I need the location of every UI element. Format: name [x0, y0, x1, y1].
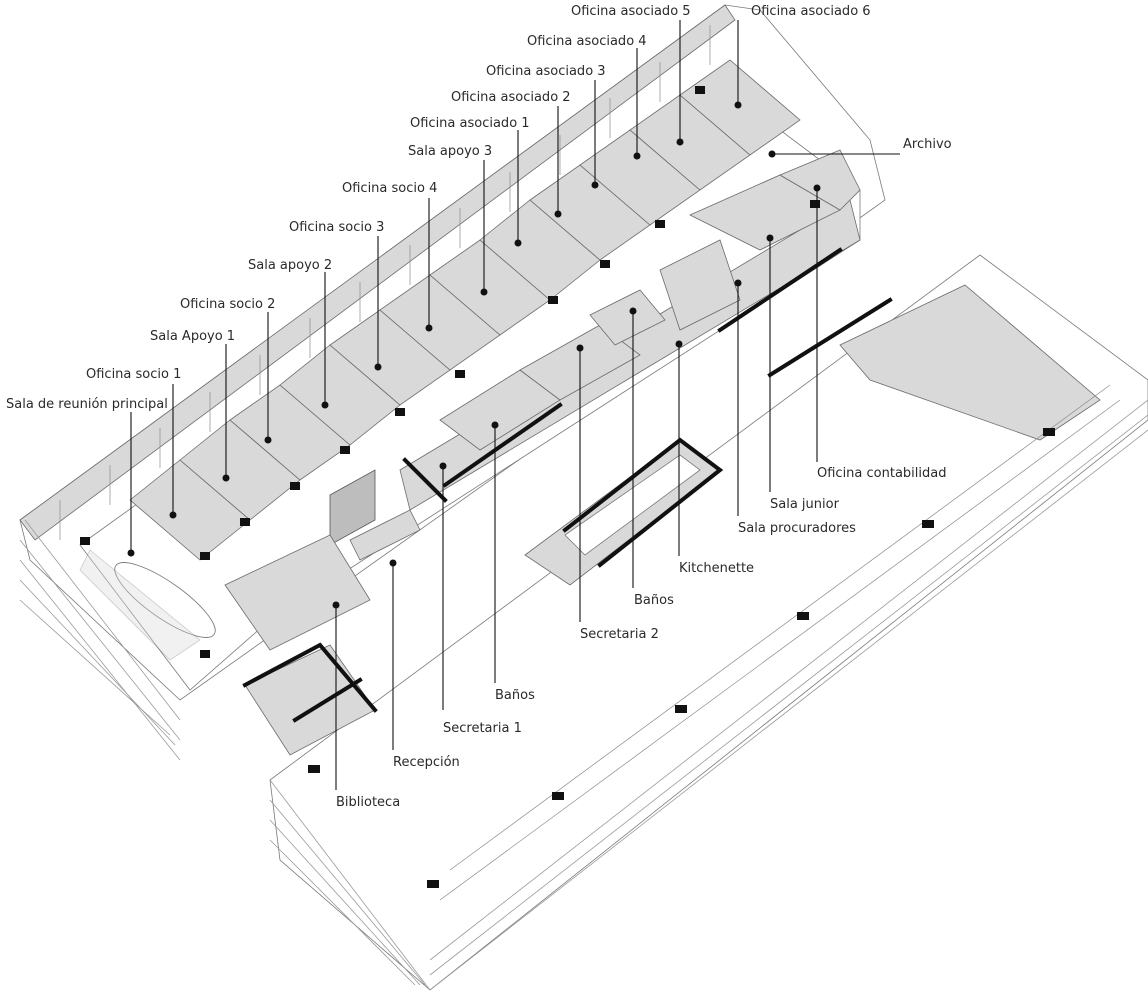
label-oficina-socio-3: Oficina socio 3: [289, 220, 384, 235]
label-banos-1: Baños: [495, 688, 535, 703]
label-oficina-socio-2: Oficina socio 2: [180, 297, 275, 312]
label-oficina-asociado-3: Oficina asociado 3: [486, 64, 606, 79]
label-oficina-socio-4: Oficina socio 4: [342, 181, 437, 196]
label-secretaria-1: Secretaria 1: [443, 721, 522, 736]
facade-mullions: [59, 25, 711, 540]
label-banos-2: Baños: [634, 593, 674, 608]
label-sala-apoyo-2: Sala apoyo 2: [248, 258, 332, 273]
callouts: [127, 20, 900, 790]
label-oficina-contabilidad: Oficina contabilidad: [817, 466, 946, 481]
labels: Oficina asociado 5 Oficina asociado 6 Of…: [6, 4, 952, 810]
label-oficina-asociado-5: Oficina asociado 5: [571, 4, 691, 19]
label-sala-apoyo-3: Sala apoyo 3: [408, 144, 492, 159]
label-sala-procuradores: Sala procuradores: [738, 521, 856, 536]
label-oficina-asociado-6: Oficina asociado 6: [751, 4, 871, 19]
label-archivo: Archivo: [903, 137, 952, 152]
columns: [80, 86, 1055, 888]
label-sala-apoyo-1: Sala Apoyo 1: [150, 329, 235, 344]
label-biblioteca: Biblioteca: [336, 795, 400, 810]
terrace-tiles: [439, 384, 1121, 901]
label-oficina-socio-1: Oficina socio 1: [86, 367, 181, 382]
label-sala-junior: Sala junior: [770, 497, 840, 512]
label-kitchenette: Kitchenette: [679, 561, 754, 576]
label-oficina-asociado-1: Oficina asociado 1: [410, 116, 530, 131]
bold-walls: [242, 247, 893, 723]
label-oficina-asociado-2: Oficina asociado 2: [451, 90, 571, 105]
label-secretaria-2: Secretaria 2: [580, 627, 659, 642]
label-recepcion: Recepción: [393, 755, 460, 770]
label-sala-reunion-principal: Sala de reunión principal: [6, 397, 168, 412]
label-oficina-asociado-4: Oficina asociado 4: [527, 34, 647, 49]
